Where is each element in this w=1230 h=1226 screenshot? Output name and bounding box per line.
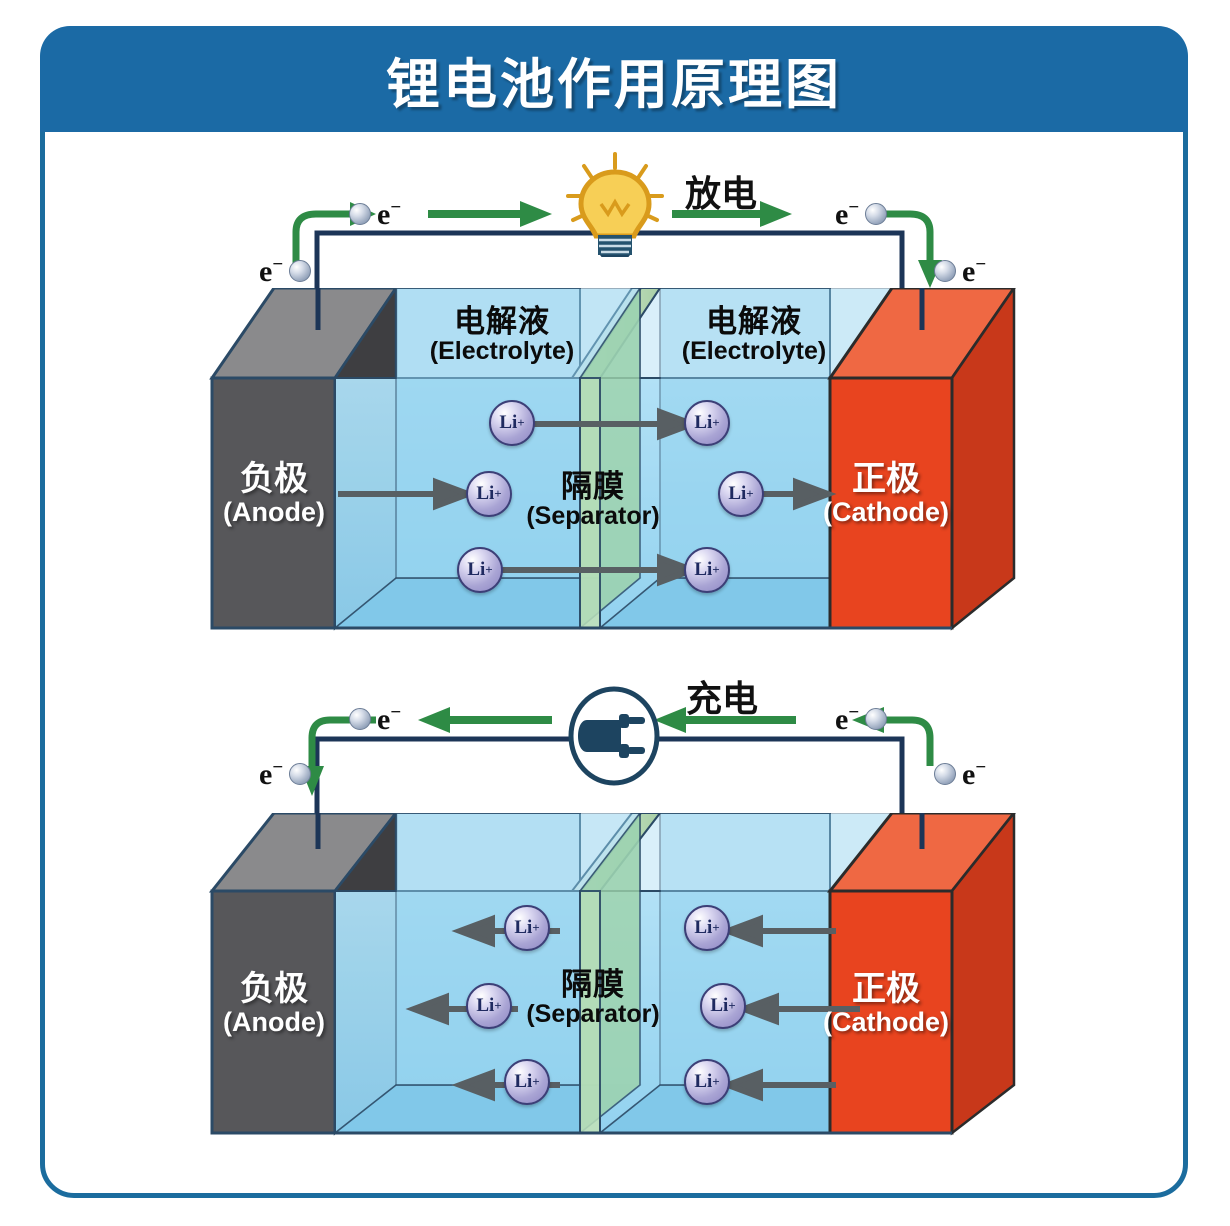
electron-sphere-icon [349,708,371,730]
electron-sphere-icon [865,203,888,225]
electron-anode-upper: e− [349,198,401,230]
charge-section: 充电 e− e− e− e− [0,500,1230,1180]
discharge-section: 放电 e− e− e− e− [209,152,1016,631]
electron-label: e− [962,757,987,791]
electron-label: e− [377,702,402,736]
discharge-anode-label: 负极 (Anode) [223,460,325,527]
li-ion-mid-right: Li+ [718,471,764,517]
electron-cathode-upper: e− [835,197,888,231]
power-plug-icon [568,686,660,786]
electron-label: e− [377,197,402,231]
electron-sphere-icon [289,763,312,785]
electron-sphere-icon [349,203,371,225]
discharge-mode-label: 放电 [685,173,758,214]
li-ion-top-right: Li+ [684,400,730,446]
li-ion-mid-left: Li+ [466,471,512,517]
charge-electron-anode-outer: e− [259,757,312,791]
electron-sphere-icon [289,260,312,282]
discharge-separator-label: 隔膜 (Separator) [526,469,660,531]
charge-electron-cathode-upper: e− [835,702,888,736]
discharge-cathode-label: 正极 (Cathode) [823,460,949,527]
charge-electron-cathode-outer: e− [934,758,986,790]
li-ion-bottom-right: Li+ [684,547,730,593]
electron-sphere-icon [934,260,956,282]
discharge-electrolyte-left-label: 电解液 (Electrolyte) [429,304,575,366]
charge-anode-label: 负极 (Anode) [223,970,325,1037]
charge-cathode-label: 正极 (Cathode) [823,970,949,1037]
charge-li-ion-bottom-left: Li+ [504,1059,550,1105]
charge-li-ion-top-right: Li+ [684,905,730,951]
page-title: 锂电池作用原理图 [386,54,842,115]
charge-electron-anode-upper: e− [349,703,401,735]
charge-li-ion-mid-left: Li+ [466,983,512,1029]
li-ion-bottom-left: Li+ [457,547,503,593]
electron-label: e− [259,254,284,288]
discharge-battery-cell [209,288,1016,631]
electron-cathode-outer: e− [934,255,986,287]
electron-sphere-icon [934,763,956,785]
li-ion-top-left: Li+ [489,400,535,446]
charge-li-ion-mid-right: Li+ [700,983,746,1029]
electron-label: e− [259,757,284,791]
charge-li-ion-top-left: Li+ [504,905,550,951]
electron-label: e− [962,254,987,288]
discharge-electrolyte-right-label: 电解液 (Electrolyte) [681,304,827,366]
electron-sphere-icon [865,708,888,730]
electron-label: e− [835,197,860,231]
charge-li-ion-bottom-right: Li+ [684,1059,730,1105]
charge-separator-label: 隔膜 (Separator) [526,967,660,1029]
charge-mode-label: 充电 [686,678,759,719]
electron-label: e− [835,702,860,736]
light-bulb-icon [566,152,664,257]
electron-anode-outer: e− [259,254,312,288]
title-bar: 锂电池作用原理图 [40,26,1188,132]
